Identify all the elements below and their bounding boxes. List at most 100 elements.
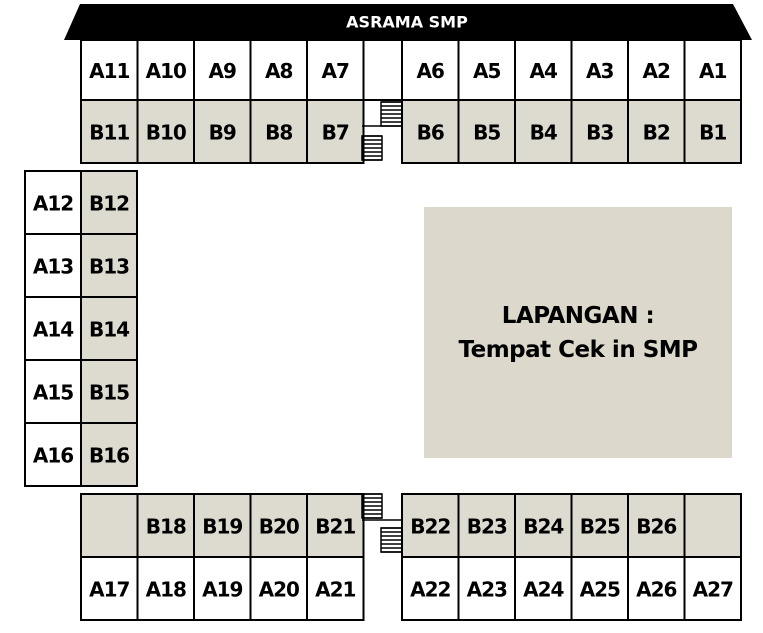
- room-label-b26: B26: [636, 515, 676, 539]
- room-label-b18: B18: [146, 515, 186, 539]
- room-b11: [80, 99, 139, 164]
- room-label-a11: A11: [89, 59, 129, 83]
- room-blank: [683, 493, 742, 558]
- room-b1: [683, 99, 742, 164]
- room-label-a21: A21: [315, 578, 355, 602]
- room-a20: [249, 556, 308, 621]
- room-a27: [683, 556, 742, 621]
- room-label-b6: B6: [417, 121, 444, 145]
- room-label-b16: B16: [89, 444, 129, 468]
- room-label-b19: B19: [202, 515, 242, 539]
- room-label-b22: B22: [410, 515, 450, 539]
- room-label-a3: A3: [586, 59, 613, 83]
- room-b16: [80, 422, 138, 487]
- stair-frame: [380, 101, 403, 127]
- room-a6: [401, 39, 460, 101]
- room-label-a7: A7: [322, 59, 349, 83]
- room-label-b15: B15: [89, 381, 129, 405]
- room-b10: [136, 99, 195, 164]
- room-a21: [306, 556, 365, 621]
- room-label-a4: A4: [530, 59, 557, 83]
- room-label-a27: A27: [693, 578, 733, 602]
- room-a26: [627, 556, 686, 621]
- room-a17: [80, 556, 139, 621]
- room-b4: [514, 99, 573, 164]
- room-a25: [570, 556, 629, 621]
- room-b21: [306, 493, 365, 558]
- stair-frame: [361, 135, 383, 161]
- room-label-b23: B23: [467, 515, 507, 539]
- room-label-a24: A24: [523, 578, 563, 602]
- room-label-a5: A5: [473, 59, 500, 83]
- room-label-a12: A12: [33, 192, 73, 216]
- room-label-a26: A26: [636, 578, 676, 602]
- room-label-a20: A20: [259, 578, 299, 602]
- corridor-top: [362, 39, 403, 101]
- room-label-a1: A1: [699, 59, 726, 83]
- stair-frame: [361, 493, 383, 519]
- stairs-bottom: [361, 493, 403, 553]
- room-label-a2: A2: [643, 59, 670, 83]
- room-blank: [80, 493, 139, 558]
- room-a4: [514, 39, 573, 101]
- room-a9: [193, 39, 252, 101]
- room-b2: [627, 99, 686, 164]
- room-label-a8: A8: [265, 59, 292, 83]
- room-label-a17: A17: [89, 578, 129, 602]
- room-label-b13: B13: [89, 255, 129, 279]
- room-b3: [570, 99, 629, 164]
- room-a15: [24, 359, 82, 424]
- room-label-a23: A23: [467, 578, 507, 602]
- room-b12: [80, 170, 138, 235]
- room-label-a9: A9: [209, 59, 236, 83]
- room-b13: [80, 233, 138, 298]
- room-label-b2: B2: [643, 121, 670, 145]
- stair-frame: [380, 527, 403, 553]
- roof: [64, 4, 752, 40]
- room-b8: [249, 99, 308, 164]
- room-label-b12: B12: [89, 192, 129, 216]
- room-label-a22: A22: [410, 578, 450, 602]
- room-label-b20: B20: [259, 515, 299, 539]
- room-a13: [24, 233, 82, 298]
- room-label-b9: B9: [209, 121, 236, 145]
- room-label-b5: B5: [473, 121, 500, 145]
- room-label-b24: B24: [523, 515, 563, 539]
- room-label-b7: B7: [322, 121, 349, 145]
- room-a18: [136, 556, 195, 621]
- room-label-b8: B8: [265, 121, 292, 145]
- room-a8: [249, 39, 308, 101]
- room-label-a6: A6: [417, 59, 444, 83]
- room-label-a15: A15: [33, 381, 73, 405]
- room-b20: [249, 493, 308, 558]
- room-a7: [306, 39, 365, 101]
- room-label-b21: B21: [315, 515, 355, 539]
- room-a19: [193, 556, 252, 621]
- room-label-b14: B14: [89, 318, 129, 342]
- room-label-a16: A16: [33, 444, 73, 468]
- room-b14: [80, 296, 138, 361]
- field-lapangan: [424, 207, 732, 458]
- room-label-b4: B4: [530, 121, 557, 145]
- room-a5: [457, 39, 516, 101]
- room-label-a19: A19: [202, 578, 242, 602]
- room-a12: [24, 170, 82, 235]
- room-label-b1: B1: [699, 121, 726, 145]
- room-label-a18: A18: [146, 578, 186, 602]
- room-label-b3: B3: [586, 121, 613, 145]
- room-b26: [627, 493, 686, 558]
- room-label-b11: B11: [89, 121, 129, 145]
- building-title: ASRAMA SMP: [346, 13, 468, 32]
- room-label-a14: A14: [33, 318, 73, 342]
- room-b18: [136, 493, 195, 558]
- room-label-a13: A13: [33, 255, 73, 279]
- room-a14: [24, 296, 82, 361]
- room-label-a10: A10: [146, 59, 186, 83]
- room-label-b10: B10: [146, 121, 186, 145]
- room-b7: [306, 99, 365, 164]
- room-label-b25: B25: [580, 515, 620, 539]
- stairs-top: [361, 101, 403, 161]
- room-a24: [514, 556, 573, 621]
